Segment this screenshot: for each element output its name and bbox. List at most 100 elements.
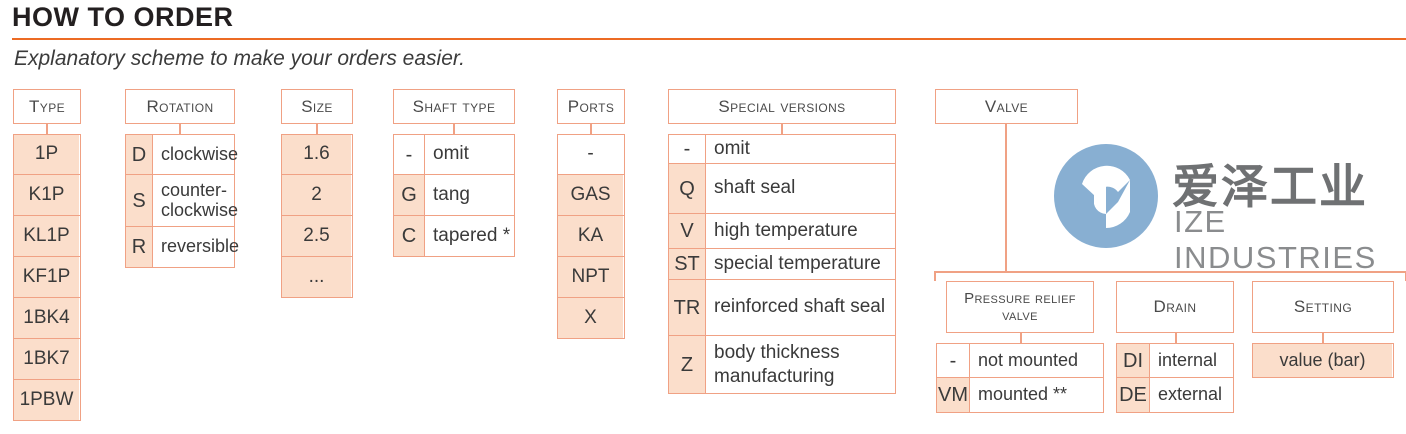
page-title: HOW TO ORDER: [12, 2, 234, 32]
column-header-valve: Valve: [935, 89, 1078, 124]
connector-valve-bracket: [934, 271, 1406, 273]
shaft-code: G: [394, 175, 425, 215]
table-row: 2: [281, 175, 353, 216]
table-row: NPT: [557, 257, 625, 298]
connector-valve-trunk: [1005, 124, 1007, 272]
ports-code: GAS: [558, 175, 623, 215]
drain-desc: internal: [1150, 344, 1232, 377]
shaft-desc: tapered *: [425, 216, 513, 256]
column-header-rotation: Rotation: [125, 89, 235, 124]
connector-size: [316, 124, 318, 134]
ize-industries-watermark: 爱泽工业 IZE INDUSTRIES: [1050, 140, 1400, 275]
type-code: 1BK7: [14, 339, 79, 379]
size-code: 1.6: [282, 135, 351, 174]
table-row: S counter-clockwise: [125, 175, 238, 227]
size-code: 2: [282, 175, 351, 215]
column-header-type: Type: [13, 89, 81, 124]
table-row: D clockwise: [125, 134, 238, 175]
subcolumn-header-pressure-relief-valve: Pressure relief valve: [946, 281, 1094, 333]
connector-pressure-relief-valve: [1020, 333, 1022, 343]
special-code: Z: [669, 336, 706, 393]
table-row: K1P: [13, 175, 81, 216]
table-row: value (bar): [1252, 343, 1394, 378]
ize-logo-icon: [1054, 144, 1158, 248]
special-desc: shaft seal: [706, 164, 894, 213]
table-row: ...: [281, 257, 353, 298]
table-row: X: [557, 298, 625, 339]
table-row: Q shaft seal: [668, 164, 896, 214]
table-row: TR reinforced shaft seal: [668, 280, 896, 336]
table-row: G tang: [393, 175, 515, 216]
table-row: KL1P: [13, 216, 81, 257]
table-row: 1P: [13, 134, 81, 175]
table-row: 1BK4: [13, 298, 81, 339]
special-code: -: [669, 135, 706, 163]
title-divider: [12, 38, 1406, 40]
prv-desc: mounted **: [970, 378, 1102, 412]
table-row: ST special temperature: [668, 249, 896, 280]
connector-drain: [1175, 333, 1177, 343]
rotation-desc: reversible: [153, 227, 239, 267]
shaft-desc: omit: [425, 135, 513, 174]
table-row: Z body thickness manufacturing: [668, 336, 896, 394]
connector-bracket-left: [934, 271, 936, 281]
size-code: ...: [282, 257, 351, 297]
type-code: KL1P: [14, 216, 79, 256]
table-row: - omit: [668, 134, 896, 164]
connector-special-versions: [781, 124, 783, 134]
special-desc: high temperature: [706, 214, 894, 248]
rotation-desc: counter-clockwise: [153, 175, 238, 226]
shaft-code: -: [394, 135, 425, 174]
table-row: KF1P: [13, 257, 81, 298]
watermark-en-name: IZE INDUSTRIES: [1174, 204, 1377, 275]
drain-code: DE: [1117, 378, 1150, 412]
drain-code: DI: [1117, 344, 1150, 377]
rotation-code: D: [126, 135, 153, 174]
shaft-desc: tang: [425, 175, 513, 215]
page-subtitle: Explanatory scheme to make your orders e…: [14, 47, 465, 70]
type-code: 1BK4: [14, 298, 79, 338]
connector-shaft-type: [453, 124, 455, 134]
connector-ports: [590, 124, 592, 134]
rotation-code: S: [126, 175, 153, 226]
rotation-desc: clockwise: [153, 135, 238, 174]
rotation-code: R: [126, 227, 153, 267]
table-row: 1BK7: [13, 339, 81, 380]
table-row: V high temperature: [668, 214, 896, 249]
subcolumn-header-drain: Drain: [1116, 281, 1234, 333]
table-row: 1PBW: [13, 380, 81, 421]
subcolumn-header-setting: Setting: [1252, 281, 1394, 333]
special-code: Q: [669, 164, 706, 213]
connector-type: [46, 124, 48, 134]
watermark-cn-name: 爱泽工业: [1172, 160, 1368, 215]
prv-code: -: [937, 344, 970, 377]
prv-code: VM: [937, 378, 970, 412]
connector-rotation: [179, 124, 181, 134]
prv-desc: not mounted: [970, 344, 1102, 377]
column-header-special-versions: Special versions: [668, 89, 896, 124]
table-row: 1.6: [281, 134, 353, 175]
table-row: DI internal: [1116, 343, 1234, 378]
special-desc: body thickness manufacturing: [706, 336, 894, 393]
special-desc: reinforced shaft seal: [706, 280, 894, 335]
type-code: 1PBW: [14, 380, 79, 420]
special-desc: special temperature: [706, 249, 894, 279]
table-row: VM mounted **: [936, 378, 1104, 413]
table-row: - omit: [393, 134, 515, 175]
type-code: KF1P: [14, 257, 79, 297]
column-header-ports: Ports: [557, 89, 625, 124]
special-code: ST: [669, 249, 706, 279]
setting-value: value (bar): [1253, 344, 1392, 377]
table-row: 2.5: [281, 216, 353, 257]
special-code: V: [669, 214, 706, 248]
special-desc: omit: [706, 135, 894, 163]
table-row: C tapered *: [393, 216, 515, 257]
table-row: - not mounted: [936, 343, 1104, 378]
column-header-size: Size: [281, 89, 353, 124]
connector-setting: [1322, 333, 1324, 343]
table-row: KA: [557, 216, 625, 257]
table-row: -: [557, 134, 625, 175]
size-code: 2.5: [282, 216, 351, 256]
column-header-shaft-type: Shaft type: [393, 89, 515, 124]
